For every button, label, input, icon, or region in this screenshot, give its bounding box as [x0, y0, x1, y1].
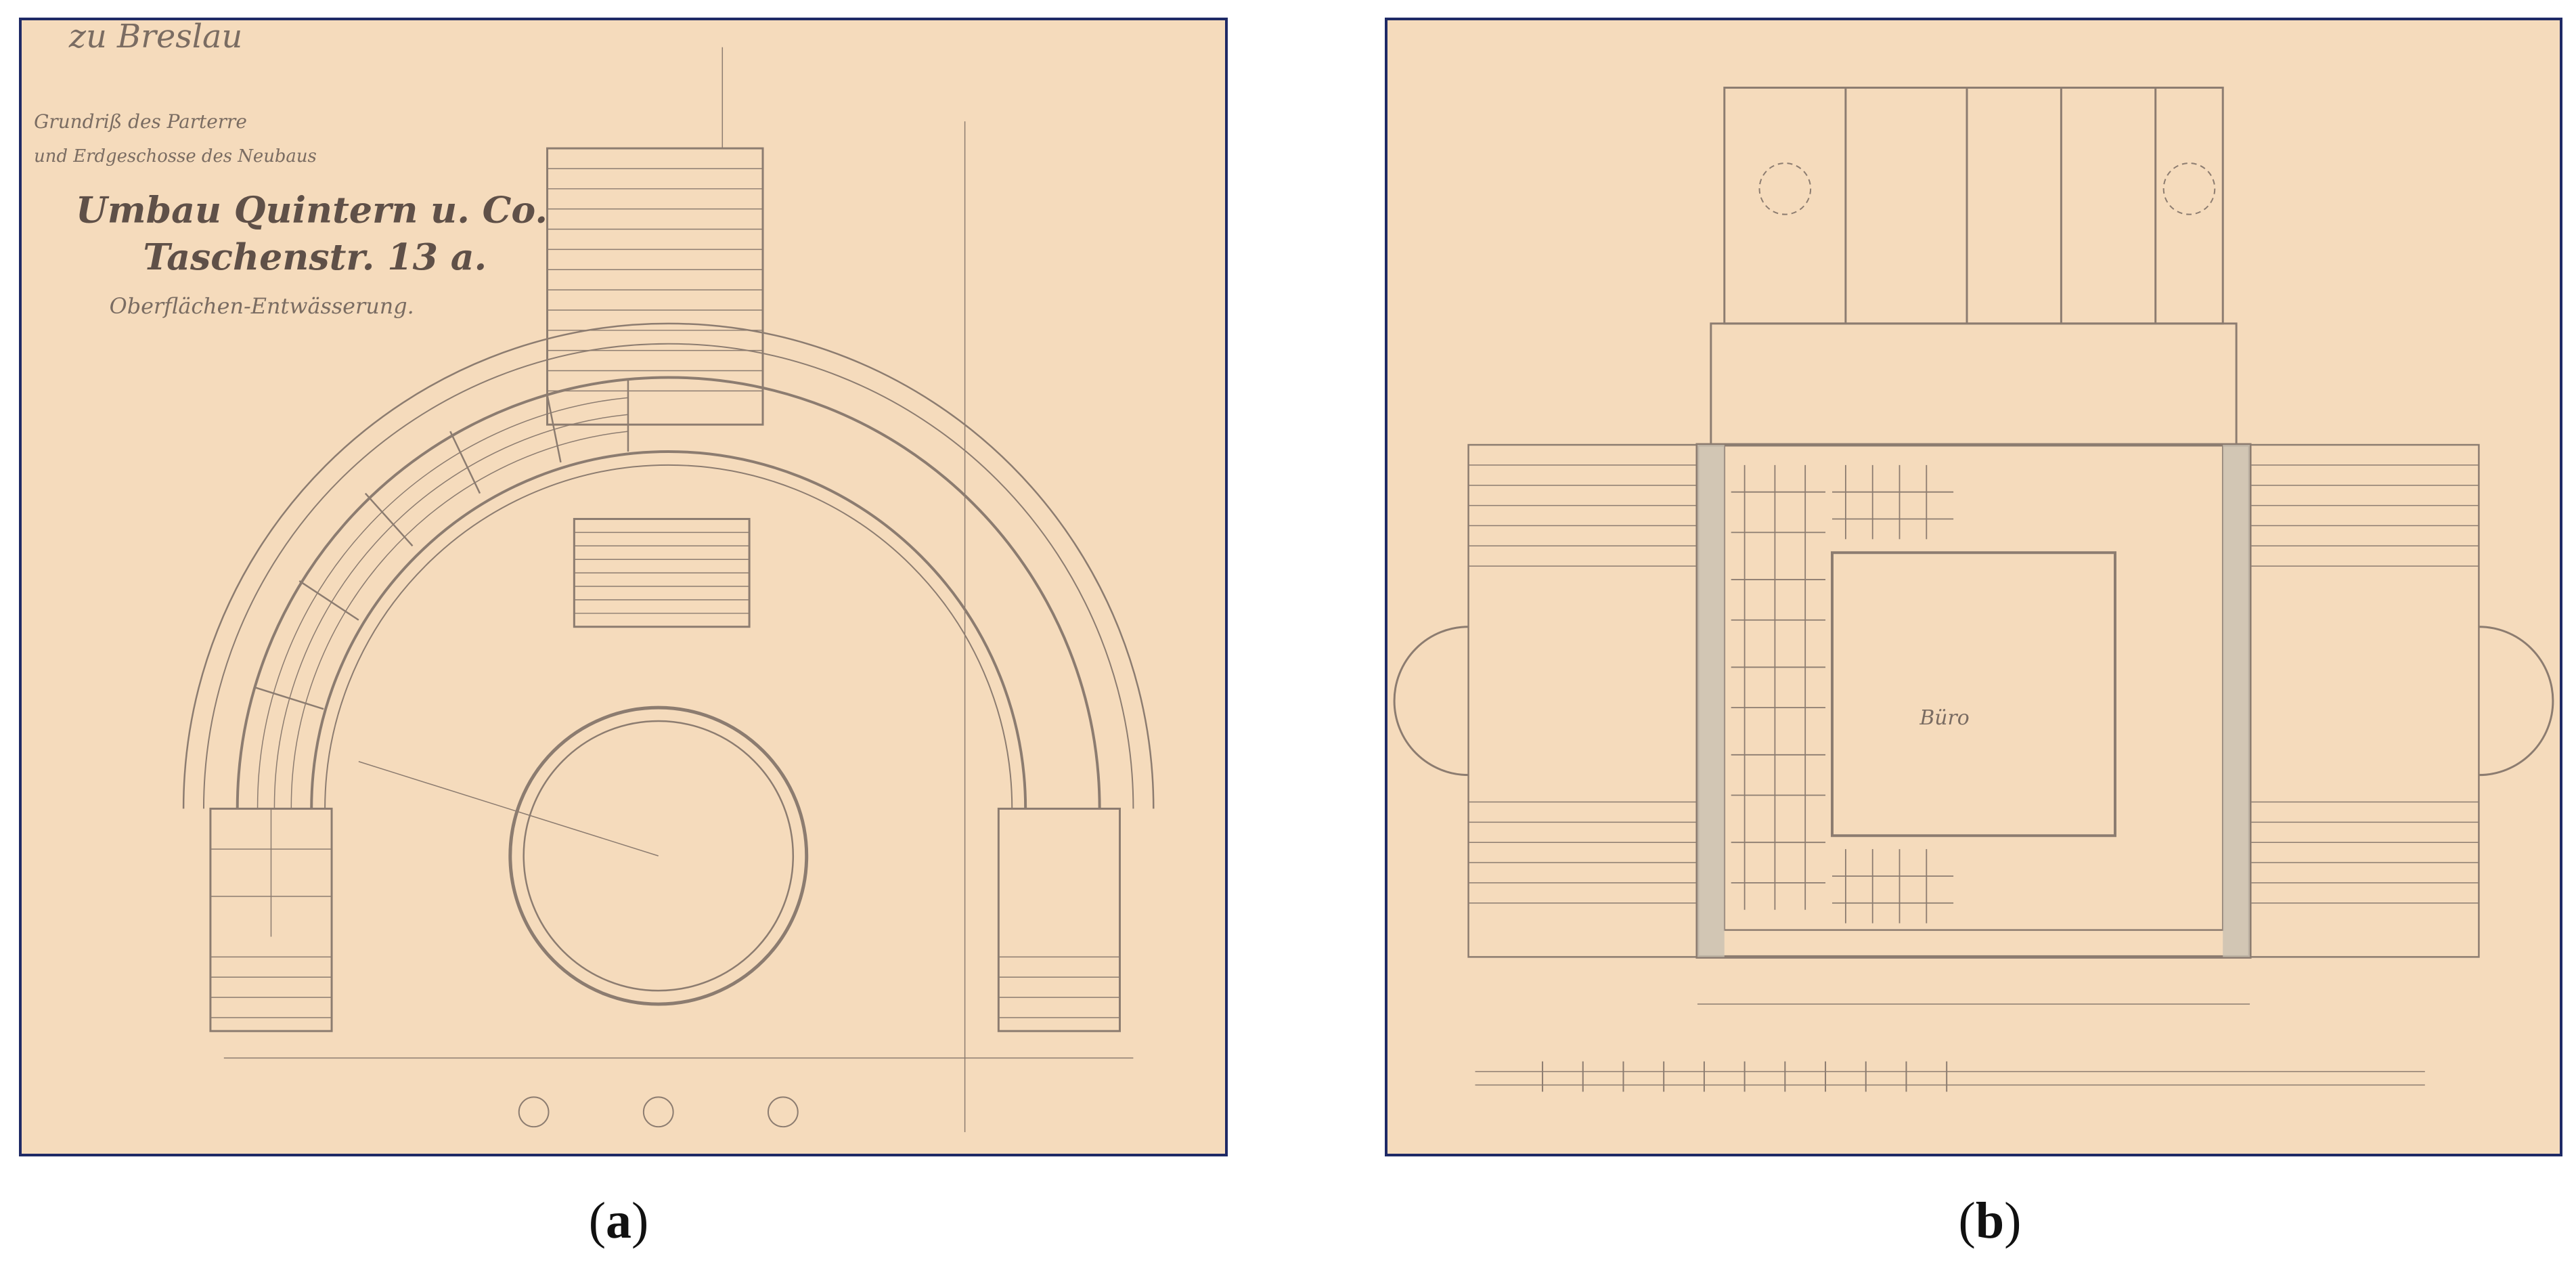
caption-a: (a): [588, 1192, 649, 1249]
drawing-title: Umbau Quintern u. Co.: [76, 189, 548, 232]
annotation-line-2: und Erdgeschosse des Neubaus: [34, 146, 317, 167]
drawing-address: Taschenstr. 13 a.: [143, 236, 487, 278]
annotation-location: zu Breslau: [68, 20, 242, 56]
caption-a-letter: a: [606, 1192, 631, 1249]
room-label: Büro: [1919, 706, 1969, 730]
drawing-panel-a: zu Breslau Grundriß des Parterre und Erd…: [19, 18, 1228, 1156]
floor-plan-drawing-b: Büro: [1393, 87, 2554, 1092]
drawing-panel-b: Büro: [1385, 18, 2562, 1156]
floor-plan-drawing-a: zu Breslau Grundriß des Parterre und Erd…: [34, 20, 1155, 1133]
caption-b-letter: b: [1975, 1192, 2005, 1249]
drawing-subtitle: Oberflächen-Entwässerung.: [110, 293, 414, 319]
caption-b: (b): [1958, 1192, 2022, 1249]
annotation-line-1: Grundriß des Parterre: [34, 110, 247, 133]
